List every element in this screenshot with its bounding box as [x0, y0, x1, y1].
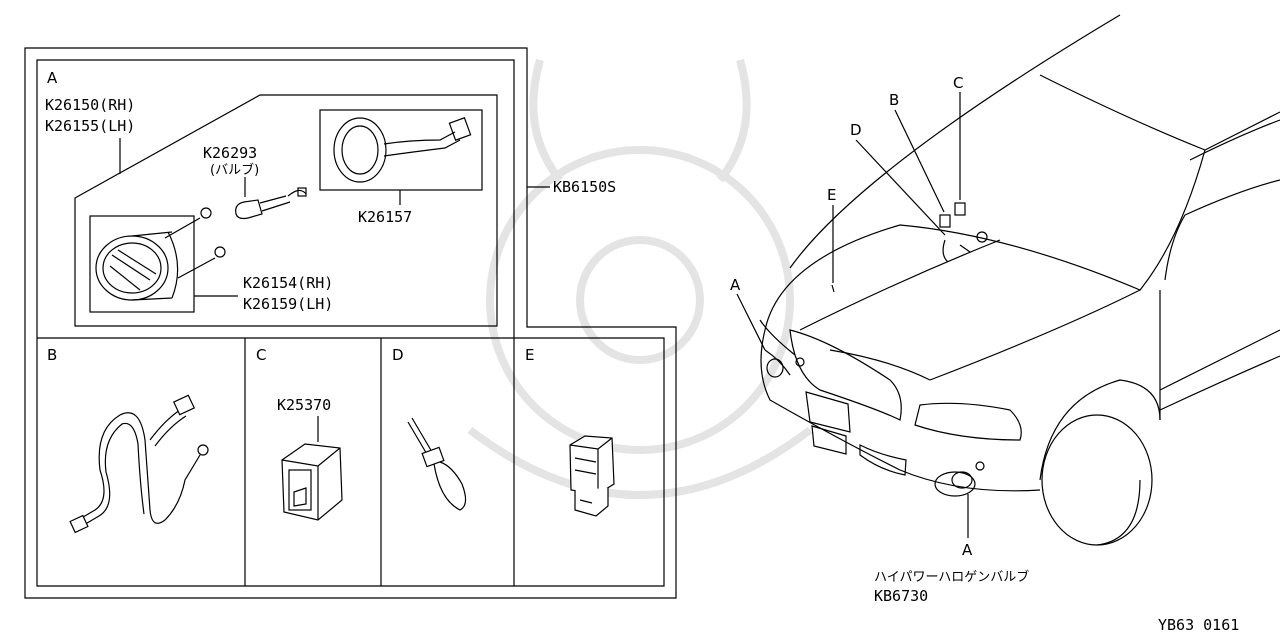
section-a-letter: A [47, 69, 58, 87]
lamp-rh-part: K26150(RH) [45, 96, 135, 114]
callout-a-top: A [730, 276, 741, 294]
callout-b: B [889, 91, 899, 109]
callout-a-bottom: A [962, 541, 973, 559]
callout-d: D [850, 121, 862, 139]
section-c-letter: C [256, 346, 266, 364]
fog-switch-illustration [281, 443, 343, 521]
section-d: D [392, 346, 467, 511]
switch-part: K25370 [277, 396, 331, 414]
bulb-part: K26293 [203, 144, 257, 162]
bulb-illustration: K26293 (バルブ) [203, 144, 307, 220]
callout-e: E [827, 186, 836, 204]
section-a: A K26150(RH) K26155(LH) K26293 (バルブ) [45, 69, 498, 327]
callout-c: C [953, 74, 963, 92]
kit-box: KB6150S [24, 47, 677, 599]
watermark-emblem [467, 58, 813, 499]
section-e-letter: E [525, 346, 534, 364]
socket-part: K26157 [358, 208, 412, 226]
socket-illustration: K26157 [319, 109, 483, 226]
section-e: E [525, 346, 615, 517]
bracket-rh-part: K26154(RH) [243, 274, 333, 292]
bulb-caption: ハイパワーハロゲンバルブ [874, 569, 1029, 585]
section-d-letter: D [392, 346, 404, 364]
bulb-caption-part: KB6730 [874, 587, 928, 605]
figure-code: YB63 0161 [1158, 616, 1239, 633]
section-b: B [47, 346, 209, 534]
section-c: C K25370 [256, 346, 343, 521]
lamp-lh-part: K26155(LH) [45, 117, 135, 135]
bulb-note: (バルブ) [210, 162, 259, 178]
kit-part-number: KB6150S [553, 178, 616, 196]
section-b-letter: B [47, 346, 57, 364]
wire-harness-illustration [69, 394, 209, 534]
relay-illustration [569, 435, 615, 517]
car-illustration: A B C D E A [730, 14, 1280, 559]
cable-tie-illustration [407, 417, 467, 511]
bracket-lh-part: K26159(LH) [243, 295, 333, 313]
fog-lamp-illustration [89, 207, 238, 313]
